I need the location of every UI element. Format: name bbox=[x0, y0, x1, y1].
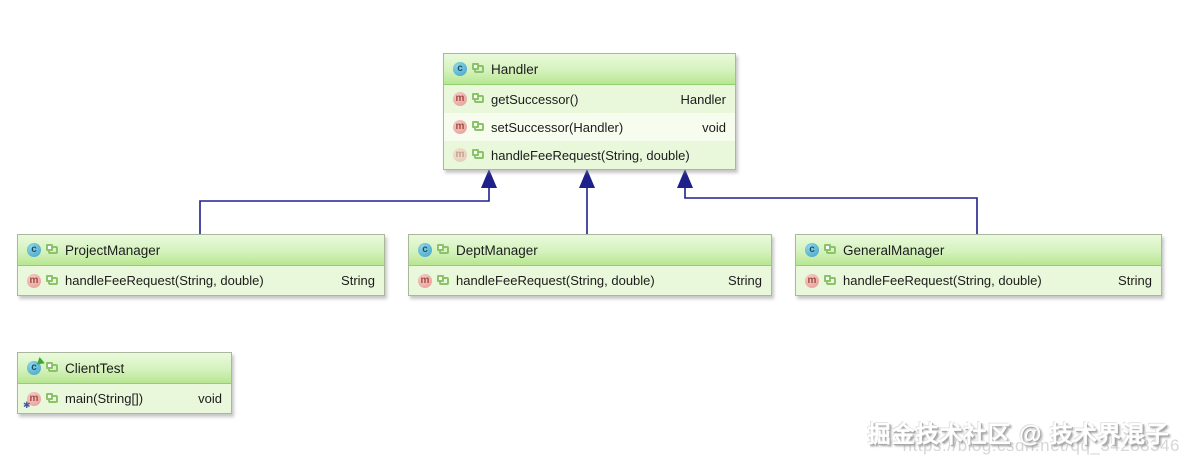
class-box-projectmanager[interactable]: c ProjectManager m handleFeeRequest(Stri… bbox=[17, 234, 385, 296]
abstract-method-icon: m bbox=[453, 148, 467, 162]
extends-edge-projectmanager bbox=[199, 187, 490, 234]
method-row-getsuccessor[interactable]: m getSuccessor() Handler bbox=[444, 85, 735, 113]
visibility-icon bbox=[824, 244, 836, 254]
method-icon-letter: m bbox=[807, 274, 817, 286]
extends-arrowhead-deptmanager bbox=[579, 169, 595, 188]
class-icon-letter: c bbox=[422, 244, 428, 255]
method-row-handlefeerequest[interactable]: m handleFeeRequest(String, double) bbox=[444, 141, 735, 169]
class-icon-letter: c bbox=[31, 244, 37, 255]
visibility-icon bbox=[46, 244, 58, 254]
class-header-deptmanager[interactable]: c DeptManager bbox=[409, 235, 771, 266]
method-signature: handleFeeRequest(String, double) bbox=[843, 273, 1042, 288]
class-name: ClientTest bbox=[65, 360, 125, 376]
extends-edge-generalmanager bbox=[684, 187, 978, 234]
method-row-handlefeerequest[interactable]: m handleFeeRequest(String, double) Strin… bbox=[18, 266, 384, 295]
method-return-type: String bbox=[1118, 273, 1152, 288]
method-signature: setSuccessor(Handler) bbox=[491, 119, 624, 135]
method-icon-letter: m bbox=[29, 274, 39, 286]
method-icon: m bbox=[27, 273, 41, 288]
class-header-handler[interactable]: c Handler bbox=[444, 54, 735, 85]
visibility-icon bbox=[46, 392, 58, 403]
class-icon-letter: c bbox=[809, 244, 815, 255]
method-icon-letter: m bbox=[420, 274, 430, 286]
method-icon: m bbox=[453, 92, 467, 106]
run-overlay-icon bbox=[36, 357, 47, 367]
method-signature: main(String[]) bbox=[65, 391, 144, 406]
visibility-icon bbox=[824, 274, 836, 285]
visibility-icon bbox=[472, 121, 484, 131]
watermark-url: https://blog.csdn.net/qq_34288346 bbox=[902, 436, 1180, 455]
visibility-icon bbox=[472, 93, 484, 103]
class-icon: c bbox=[805, 243, 819, 257]
method-return-type: void bbox=[702, 119, 726, 135]
class-icon: c bbox=[418, 243, 432, 257]
main-method-icon: m bbox=[27, 391, 41, 406]
method-signature: handleFeeRequest(String, double) bbox=[456, 273, 655, 288]
extends-arrowhead-generalmanager bbox=[677, 169, 693, 188]
method-icon-letter: m bbox=[455, 93, 465, 104]
method-icon-letter: m bbox=[29, 392, 39, 404]
method-return-type: String bbox=[341, 273, 375, 288]
visibility-icon bbox=[437, 274, 449, 285]
method-icon-letter: m bbox=[455, 121, 465, 132]
method-icon-letter: m bbox=[455, 149, 465, 160]
visibility-icon bbox=[472, 149, 484, 159]
class-box-deptmanager[interactable]: c DeptManager m handleFeeRequest(String,… bbox=[408, 234, 772, 296]
method-row-handlefeerequest[interactable]: m handleFeeRequest(String, double) Strin… bbox=[409, 266, 771, 295]
method-row-handlefeerequest[interactable]: m handleFeeRequest(String, double) Strin… bbox=[796, 266, 1161, 295]
visibility-icon bbox=[472, 63, 484, 73]
class-icon: c bbox=[453, 62, 467, 76]
main-overlay-icon bbox=[23, 401, 31, 410]
class-box-generalmanager[interactable]: c GeneralManager m handleFeeRequest(Stri… bbox=[795, 234, 1162, 296]
method-return-type: Handler bbox=[680, 91, 726, 107]
class-icon: c bbox=[27, 243, 41, 257]
watermark-text: 掘金技术社区 @ 技术界混子 bbox=[867, 421, 1170, 447]
class-name: GeneralManager bbox=[843, 242, 945, 258]
class-icon-letter: c bbox=[31, 362, 37, 373]
visibility-icon bbox=[46, 274, 58, 285]
method-signature: handleFeeRequest(String, double) bbox=[65, 273, 264, 288]
class-header-generalmanager[interactable]: c GeneralManager bbox=[796, 235, 1161, 266]
runnable-class-icon: c bbox=[27, 357, 47, 375]
class-header-projectmanager[interactable]: c ProjectManager bbox=[18, 235, 384, 266]
method-row-setsuccessor[interactable]: m setSuccessor(Handler) void bbox=[444, 113, 735, 141]
class-name: Handler bbox=[491, 61, 539, 77]
extends-arrowhead-projectmanager bbox=[481, 169, 497, 188]
visibility-icon bbox=[437, 244, 449, 254]
method-signature: handleFeeRequest(String, double) bbox=[491, 147, 690, 163]
class-box-clienttest[interactable]: c ClientTest m main(String[]) void bbox=[17, 352, 232, 414]
class-header-clienttest[interactable]: c ClientTest bbox=[18, 353, 231, 384]
method-icon: m bbox=[805, 273, 819, 288]
visibility-icon bbox=[46, 362, 58, 372]
method-signature: getSuccessor() bbox=[491, 91, 579, 107]
method-return-type: void bbox=[198, 391, 222, 406]
class-icon-letter: c bbox=[457, 63, 463, 74]
method-return-type: String bbox=[728, 273, 762, 288]
class-name: ProjectManager bbox=[65, 242, 161, 258]
class-name: DeptManager bbox=[456, 242, 538, 258]
method-icon: m bbox=[453, 120, 467, 134]
method-row-main[interactable]: m main(String[]) void bbox=[18, 384, 231, 413]
method-icon: m bbox=[418, 273, 432, 288]
class-box-handler[interactable]: c Handler m getSuccessor() Handler m set… bbox=[443, 53, 736, 170]
